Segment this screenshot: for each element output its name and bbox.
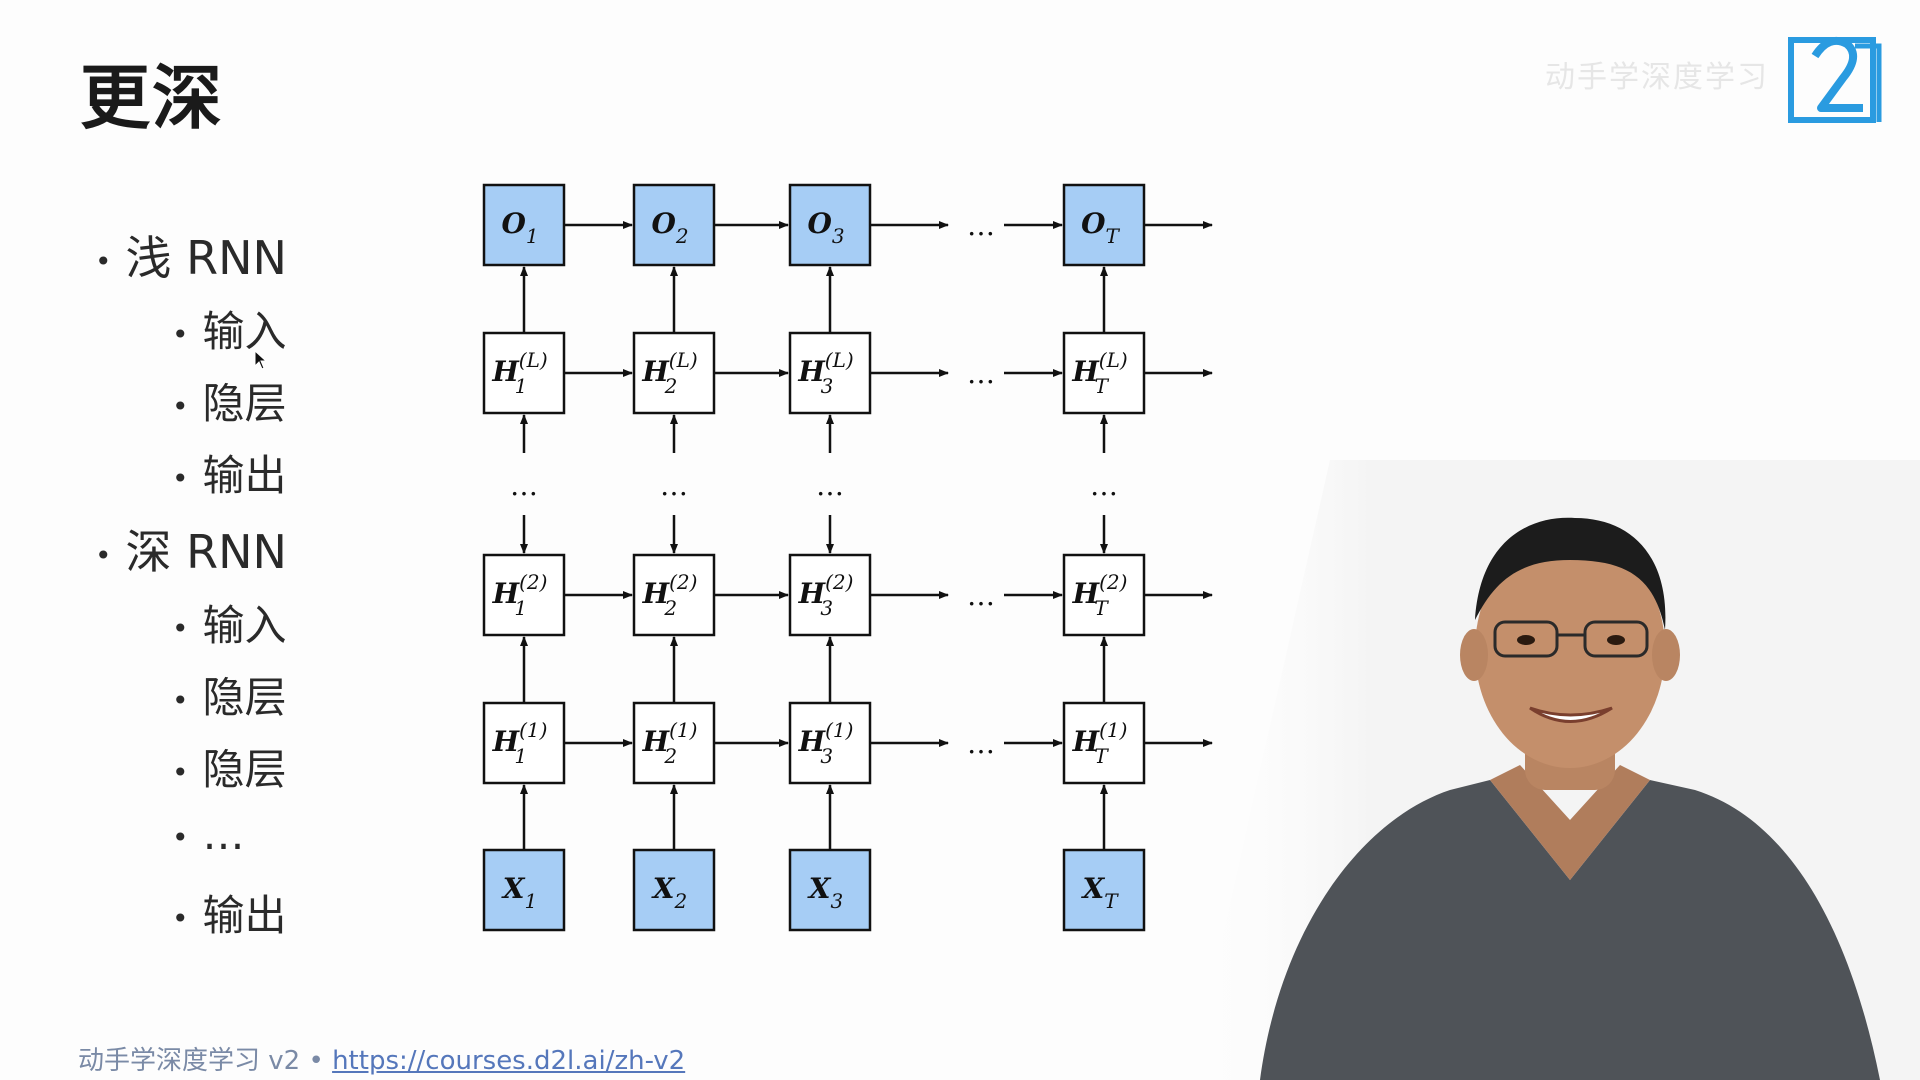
footer: 动手学深度学习 v2 • https://courses.d2l.ai/zh-v…	[78, 1040, 685, 1077]
logo-watermark-text: 动手学深度学习	[1545, 60, 1769, 95]
node-box	[482, 183, 566, 267]
sub-bullet-item: • 隐层	[172, 370, 287, 431]
d2l-logo-icon	[1788, 37, 1882, 123]
footer-url-link[interactable]: https://courses.d2l.ai/zh-v2	[332, 1046, 686, 1076]
bullet-item: • 浅 RNN	[95, 222, 287, 288]
bullet-dot: •	[172, 462, 189, 495]
bullet-text: 隐层	[202, 379, 287, 428]
node-box	[632, 553, 716, 637]
ellipsis: …	[967, 209, 995, 242]
sub-bullet-item: • 输出	[172, 442, 287, 503]
node-label: O1	[501, 207, 538, 248]
node-label: H(2)1	[492, 570, 548, 620]
bullet-dot: •	[172, 756, 189, 789]
ellipsis: …	[510, 469, 538, 502]
bullet-dot: •	[95, 245, 112, 278]
bullet-dot: •	[172, 684, 189, 717]
node-box	[482, 701, 566, 785]
bullet-text: 深 RNN	[125, 525, 287, 579]
bullet-dot: •	[95, 539, 112, 572]
node-label: OT	[1081, 207, 1120, 248]
bullet-text: 输入	[202, 601, 287, 650]
footer-course: 动手学深度学习 v2	[78, 1046, 301, 1076]
bullet-dot: •	[172, 390, 189, 423]
ellipsis: …	[1090, 469, 1118, 502]
sub-bullet-item: • 输入	[172, 298, 287, 359]
node-box	[1062, 848, 1146, 932]
bullet-text: 输出	[202, 451, 287, 500]
node-box	[788, 553, 872, 637]
node-label: XT	[1080, 872, 1119, 913]
node-label: H(L)T	[1071, 348, 1127, 398]
ellipsis: …	[816, 469, 844, 502]
node-label: H(2)3	[798, 570, 854, 620]
ellipsis: …	[660, 469, 688, 502]
presenter-video	[1190, 460, 1920, 1080]
ellipsis: …	[967, 727, 995, 760]
node-box	[1062, 183, 1146, 267]
bullet-dot: •	[172, 821, 189, 854]
node-label: O2	[651, 207, 688, 248]
node-label: H(1)T	[1072, 718, 1128, 768]
slide-title: 更深	[80, 57, 224, 139]
bullet-text: 隐层	[202, 745, 287, 794]
node-label: O3	[807, 207, 844, 248]
bullet-dot: •	[172, 318, 189, 351]
sub-bullet-item: • 输出	[172, 882, 287, 943]
node-box	[788, 183, 872, 267]
node-label: H(L)1	[491, 348, 547, 398]
sub-bullet-item: •…	[172, 810, 245, 859]
node-box	[632, 331, 716, 415]
node-box	[482, 848, 566, 932]
ellipsis: …	[967, 357, 995, 390]
node-box	[632, 183, 716, 267]
sub-bullet-item: • 隐层	[172, 736, 287, 797]
bullet-text: 输入	[202, 307, 287, 356]
node-box	[1062, 553, 1146, 637]
node-box	[788, 701, 872, 785]
bullet-text: …	[202, 810, 245, 859]
mouse-cursor-icon	[254, 350, 268, 370]
bullet-dot: •	[172, 612, 189, 645]
node-label: H(2)2	[642, 570, 698, 620]
node-label: H(1)3	[798, 718, 854, 768]
sub-bullet-item: • 输入	[172, 592, 287, 653]
node-box	[482, 553, 566, 637]
bullet-text: 隐层	[202, 673, 287, 722]
node-label: H(L)2	[641, 348, 697, 398]
bullet-item: • 深 RNN	[95, 516, 287, 582]
node-label: H(1)1	[492, 718, 548, 768]
sub-bullet-item: • 隐层	[172, 664, 287, 725]
node-label: X1	[501, 872, 537, 913]
node-label: H(2)T	[1072, 570, 1128, 620]
bullet-text: 浅 RNN	[125, 231, 287, 285]
node-label: H(L)3	[797, 348, 853, 398]
node-label: X2	[651, 872, 687, 913]
node-label: H(1)2	[642, 718, 698, 768]
footer-separator: •	[300, 1046, 333, 1076]
node-label: X3	[807, 872, 843, 913]
ellipsis: …	[967, 579, 995, 612]
bullet-text: 输出	[202, 891, 287, 940]
bullet-dot: •	[172, 902, 189, 935]
